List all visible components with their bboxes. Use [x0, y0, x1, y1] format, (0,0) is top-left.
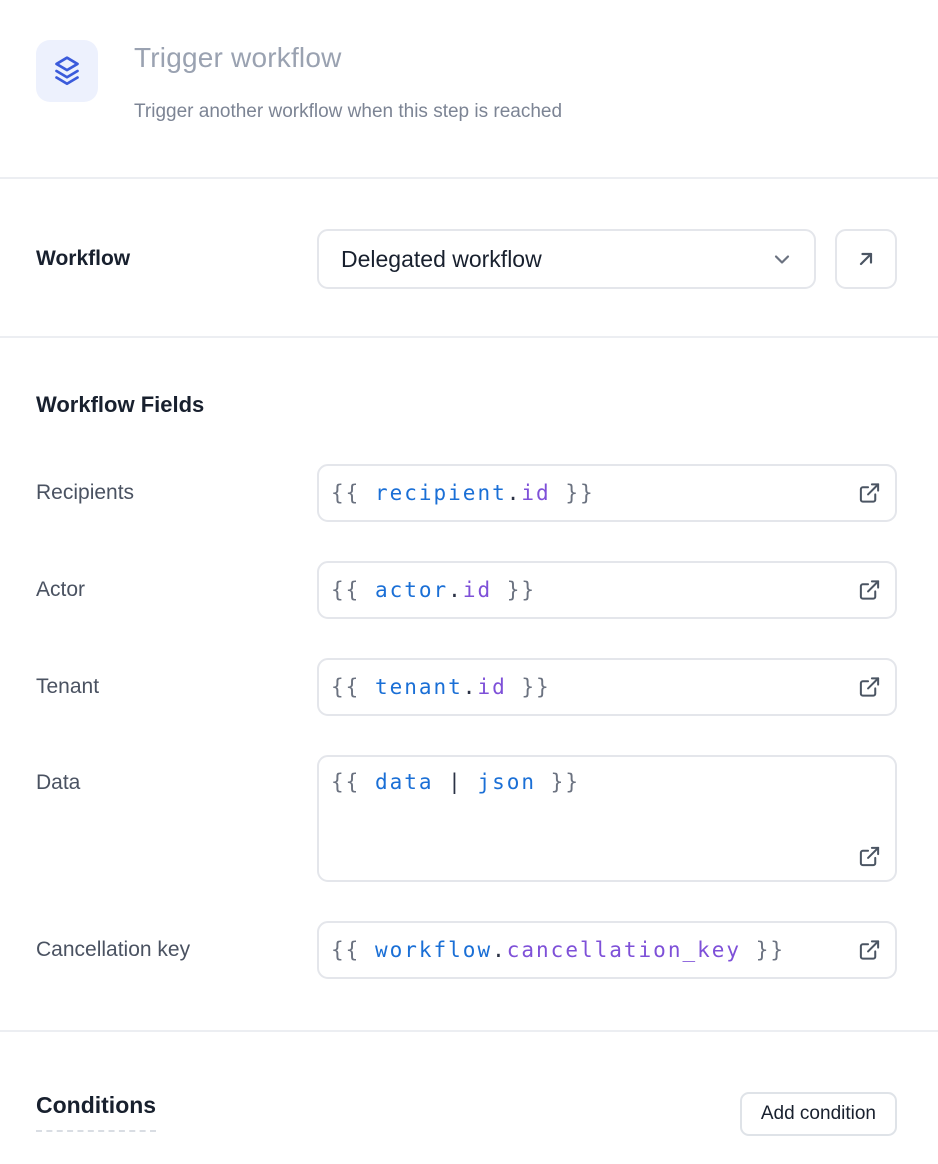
workflow-label: Workflow	[36, 247, 131, 270]
workflow-field-row: Cancellation key {{ workflow.cancellatio…	[36, 921, 897, 979]
open-workflow-button[interactable]	[835, 229, 897, 289]
workflow-select-value: Delegated workflow	[341, 245, 542, 272]
chevron-down-icon	[770, 247, 794, 271]
external-link-icon[interactable]	[858, 676, 881, 699]
liquid-template-value: {{ data | json }}	[331, 770, 580, 794]
liquid-template-input[interactable]: {{ tenant.id }}	[317, 658, 897, 716]
liquid-template-value: {{ actor.id }}	[331, 578, 537, 602]
liquid-template-value: {{ tenant.id }}	[331, 675, 551, 699]
layers-icon	[50, 54, 84, 88]
workflow-field-row: Data {{ data | json }}	[36, 755, 897, 882]
external-link-icon[interactable]	[858, 579, 881, 602]
workflow-fields-heading: Workflow Fields	[36, 392, 205, 417]
liquid-template-value: {{ workflow.cancellation_key }}	[331, 938, 785, 962]
liquid-template-value: {{ recipient.id }}	[331, 481, 595, 505]
field-label: Actor	[36, 578, 86, 601]
external-link-icon[interactable]	[858, 845, 881, 868]
divider	[0, 1030, 938, 1032]
add-condition-button[interactable]: Add condition	[739, 1092, 897, 1136]
step-name[interactable]: Trigger workflow	[134, 42, 342, 73]
field-label: Tenant	[36, 675, 100, 698]
liquid-template-input[interactable]: {{ data | json }}	[317, 755, 897, 882]
workflow-select-row: Workflow Delegated workflow	[0, 179, 938, 336]
workflow-select[interactable]: Delegated workflow	[317, 229, 816, 289]
divider	[0, 336, 938, 338]
step-header-text: Trigger workflow Trigger another workflo…	[134, 40, 562, 123]
conditions-heading: Conditions	[36, 1092, 157, 1132]
conditions-section: Conditions Add condition	[0, 1032, 938, 1136]
workflow-field-row: Recipients {{ recipient.id }}	[36, 464, 897, 522]
workflow-fields-section: Workflow Fields Recipients {{ recipient.…	[0, 338, 938, 1030]
field-label: Recipients	[36, 481, 135, 504]
liquid-template-input[interactable]: {{ recipient.id }}	[317, 464, 897, 522]
step-header: Trigger workflow Trigger another workflo…	[0, 0, 938, 123]
field-label: Data	[36, 771, 81, 794]
liquid-template-input[interactable]: {{ workflow.cancellation_key }}	[317, 921, 897, 979]
divider	[0, 177, 938, 179]
arrow-up-right-icon	[854, 247, 878, 271]
step-description: Trigger another workflow when this step …	[134, 101, 563, 122]
workflow-field-row: Actor {{ actor.id }}	[36, 561, 897, 619]
workflow-field-row: Tenant {{ tenant.id }}	[36, 658, 897, 716]
external-link-icon[interactable]	[858, 482, 881, 505]
field-label: Cancellation key	[36, 938, 191, 961]
step-icon-box	[36, 40, 98, 102]
external-link-icon[interactable]	[858, 939, 881, 962]
liquid-template-input[interactable]: {{ actor.id }}	[317, 561, 897, 619]
workflow-fields-list: Recipients {{ recipient.id }} Actor {{ a…	[36, 464, 897, 979]
